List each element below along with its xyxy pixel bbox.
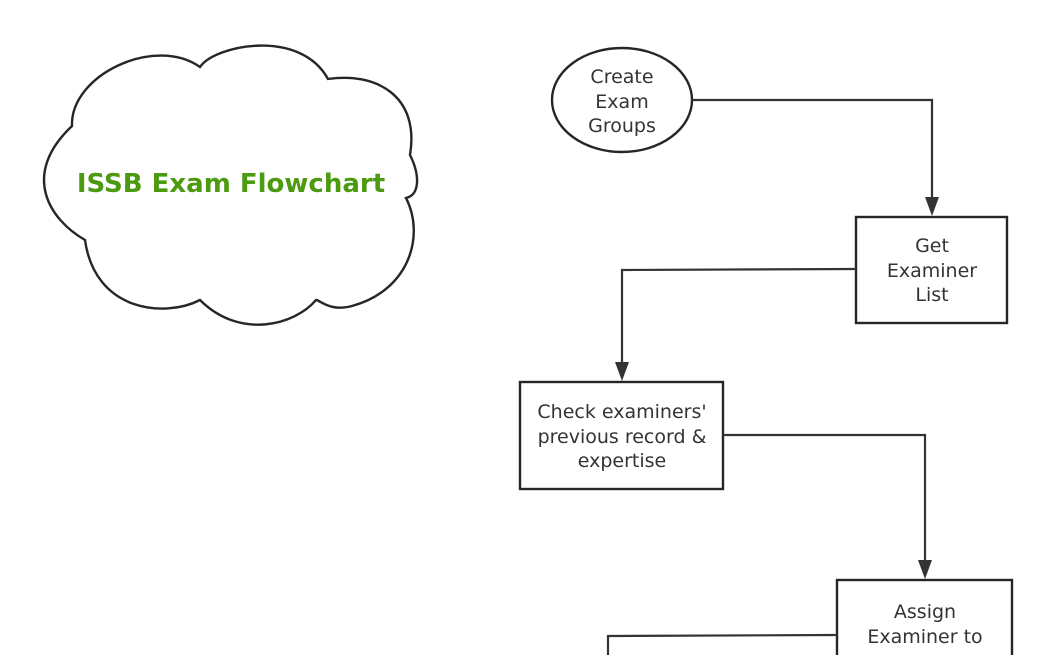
node-rect — [854, 215, 1009, 325]
node-get-examiner-list[interactable]: Get Examiner List — [854, 215, 1009, 325]
node-label-line: Exam — [595, 91, 648, 113]
arrowhead-icon — [925, 197, 939, 216]
node-label-line: Examiner — [887, 260, 977, 282]
connector-line — [620, 267, 857, 363]
node-label-line: Check examiners' — [537, 401, 706, 423]
node-rect — [835, 578, 1014, 655]
node-assign-examiner[interactable]: Assign Examiner to — [835, 578, 1014, 655]
node-label-line: Get — [915, 235, 949, 257]
node-label-line: expertise — [578, 450, 666, 472]
node-label-line: List — [915, 284, 948, 306]
node-label-line: Examiner to — [867, 626, 982, 648]
page-title: ISSB Exam Flowchart — [77, 169, 385, 199]
edge-check-to-assign — [723, 433, 932, 579]
node-create-exam-groups[interactable]: Create Exam Groups — [550, 46, 694, 154]
edge-assign-to-next — [606, 633, 838, 655]
title-cloud-shape — [42, 44, 419, 326]
node-label-line: Assign — [894, 601, 956, 623]
connector-line — [723, 433, 927, 561]
connector-line — [692, 98, 934, 198]
edge-get-list-to-check — [615, 267, 857, 381]
connector-line — [606, 633, 838, 655]
node-check-examiner-records[interactable]: Check examiners' previous record & exper… — [518, 380, 725, 491]
node-label-line: Create — [590, 66, 653, 88]
node-label-line: previous record & — [538, 426, 707, 448]
edge-create-to-get-list — [692, 98, 939, 216]
arrowhead-icon — [615, 362, 629, 381]
title-cloud: ISSB Exam Flowchart — [42, 44, 419, 326]
node-label-line: Groups — [588, 115, 656, 137]
arrowhead-icon — [918, 560, 932, 579]
